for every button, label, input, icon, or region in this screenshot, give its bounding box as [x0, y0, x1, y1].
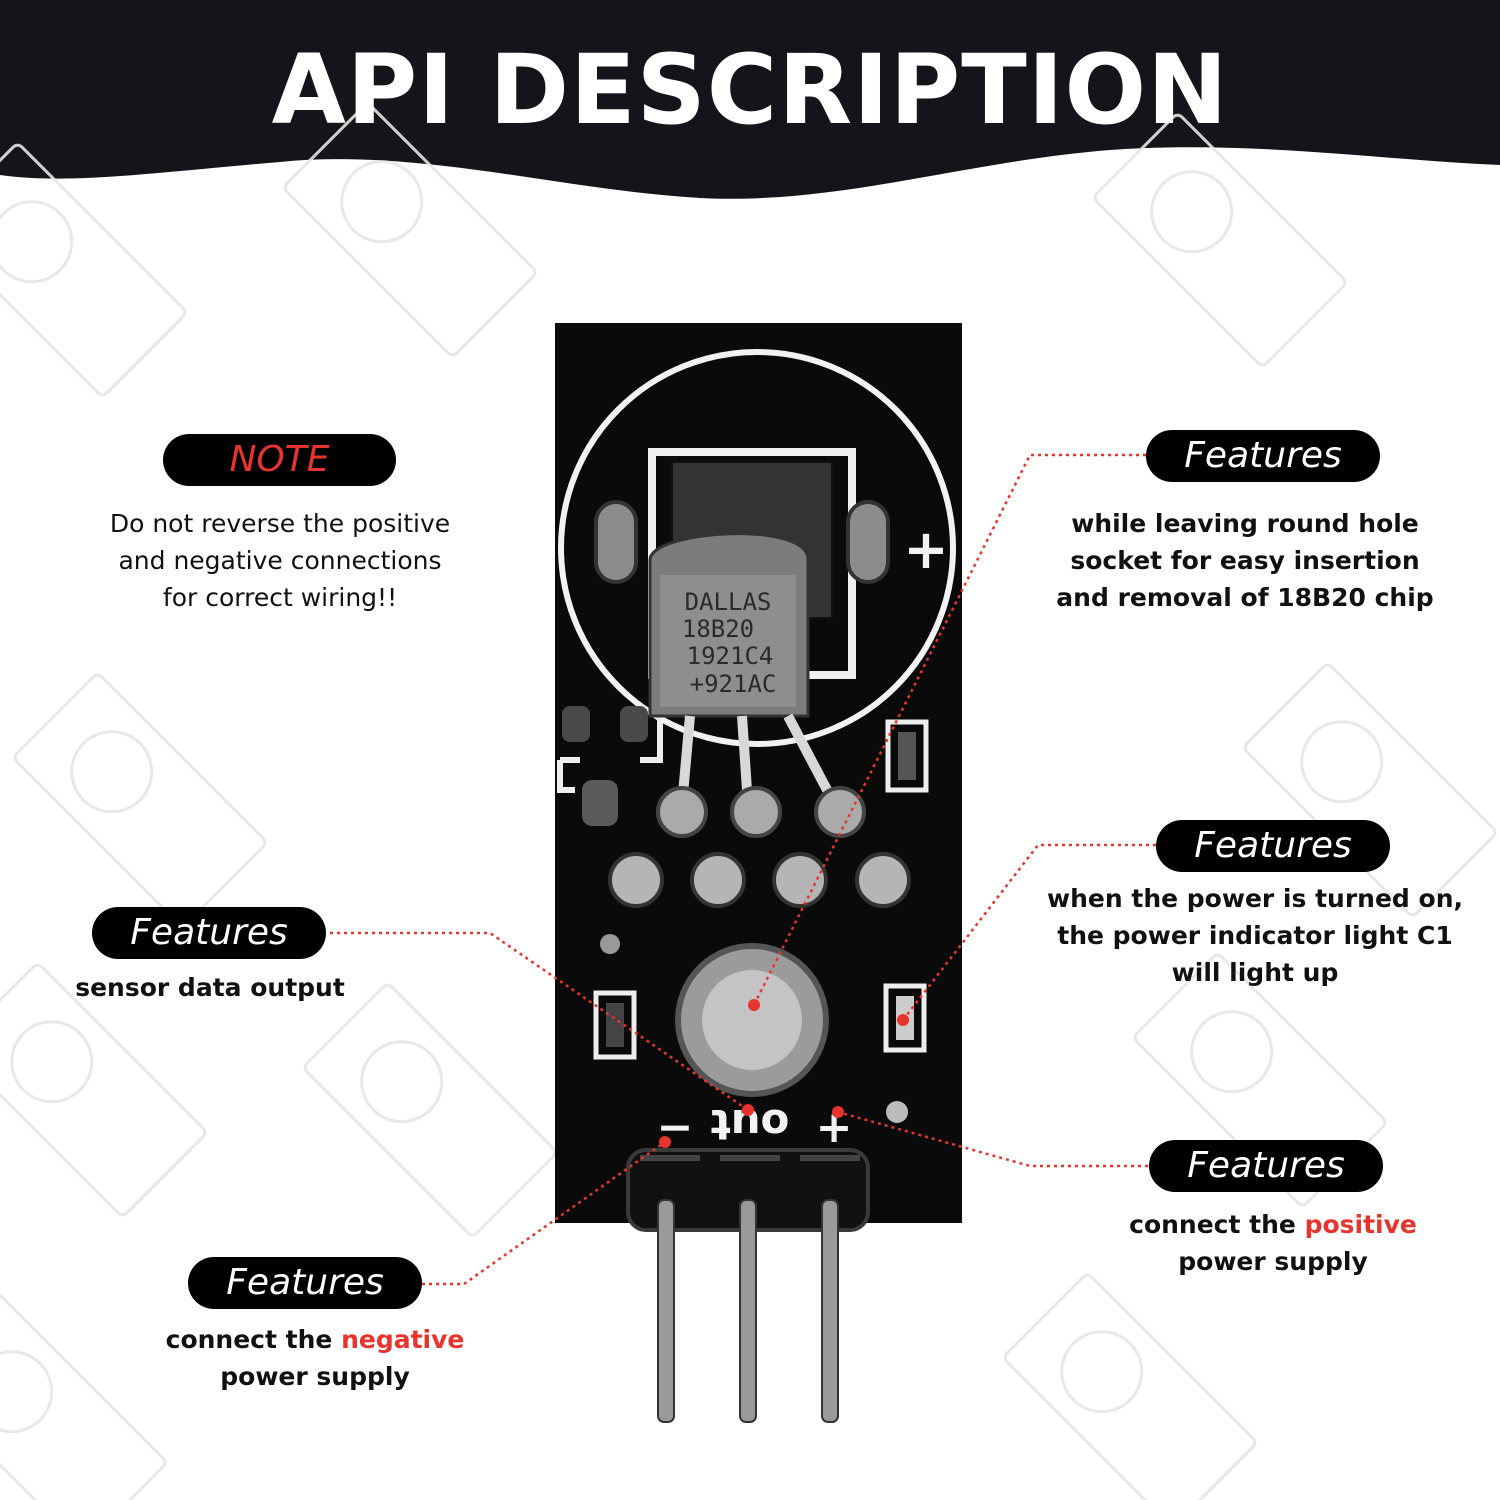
pin-positive — [821, 1199, 839, 1423]
leader-lines — [330, 453, 1156, 1286]
note-line-2: and negative connections — [118, 546, 442, 575]
pad-right — [846, 500, 890, 584]
chip-text-line-2: 18B20 — [682, 615, 754, 643]
silkscreen-circle — [558, 349, 956, 747]
features-negative-line-2: power supply — [220, 1362, 410, 1391]
ds18b20-chip — [648, 532, 810, 718]
pin-header — [626, 1148, 870, 1423]
features-positive-text: connect the — [1129, 1210, 1305, 1239]
note-line-1: Do not reverse the positive — [109, 509, 451, 538]
note-line-3: for correct wiring!! — [162, 583, 398, 612]
features-power-light-line-3: will light up — [1171, 958, 1339, 987]
sensor-module: DALLAS 18B20 1921C4 +921AC — [555, 323, 962, 1223]
pin-out — [739, 1199, 757, 1423]
features-positive-line-2: power supply — [1178, 1247, 1368, 1276]
pin-negative — [657, 1199, 675, 1423]
chip-text-line-3: 1921C4 — [687, 642, 774, 670]
resistor-r1 — [885, 719, 929, 793]
features-socket-line-3: and removal of 18B20 chip — [1056, 583, 1434, 612]
features-negative-description: connect the negative power supply — [130, 1321, 500, 1395]
features-badge-positive: Features — [1149, 1140, 1383, 1192]
features-negative-text: connect the — [165, 1325, 342, 1354]
note-description: Do not reverse the positive and negative… — [60, 505, 500, 616]
power-indicator-c1 — [883, 983, 927, 1053]
features-power-light-line-1: when the power is turned on, — [1047, 884, 1463, 913]
page-title: API DESCRIPTION — [271, 34, 1229, 146]
leader-dots — [659, 999, 909, 1148]
chip-text-line-4: +921AC — [690, 670, 777, 698]
features-socket-description: while leaving round hole socket for easy… — [1025, 505, 1465, 616]
features-power-light-description: when the power is turned on, the power i… — [1030, 880, 1480, 991]
features-positive-highlight: positive — [1304, 1210, 1417, 1239]
note-badge: NOTE — [163, 434, 396, 486]
leader-socket — [752, 453, 1146, 1006]
features-badge-data: Features — [92, 907, 326, 959]
capacitor-left — [593, 990, 637, 1060]
pad-left — [594, 500, 638, 584]
leader-negative — [422, 1140, 666, 1286]
features-positive-line-1: connect the positive — [1090, 1206, 1456, 1243]
features-badge-socket: Features — [1146, 430, 1380, 482]
silkscreen-plus-top: + — [903, 518, 948, 581]
features-badge-negative: Features — [188, 1257, 422, 1309]
plated-holes — [608, 852, 911, 908]
features-data-description: sensor data output — [40, 969, 380, 1006]
features-positive-description: connect the positive power supply — [1090, 1206, 1456, 1280]
features-socket-line-2: socket for easy insertion — [1070, 546, 1420, 575]
solder-joints — [656, 786, 866, 838]
features-socket-line-1: while leaving round hole — [1071, 509, 1419, 538]
chip-text-line-1: DALLAS — [685, 588, 772, 616]
features-power-light-line-2: the power indicator light C1 — [1057, 921, 1453, 950]
features-negative-highlight: negative — [341, 1325, 465, 1354]
features-data-line-1: sensor data output — [75, 973, 345, 1002]
background-watermark — [0, 103, 1497, 1500]
header-banner — [0, 0, 1500, 199]
features-negative-line-1: connect the negative — [130, 1321, 500, 1358]
features-badge-power-light: Features — [1156, 820, 1390, 872]
